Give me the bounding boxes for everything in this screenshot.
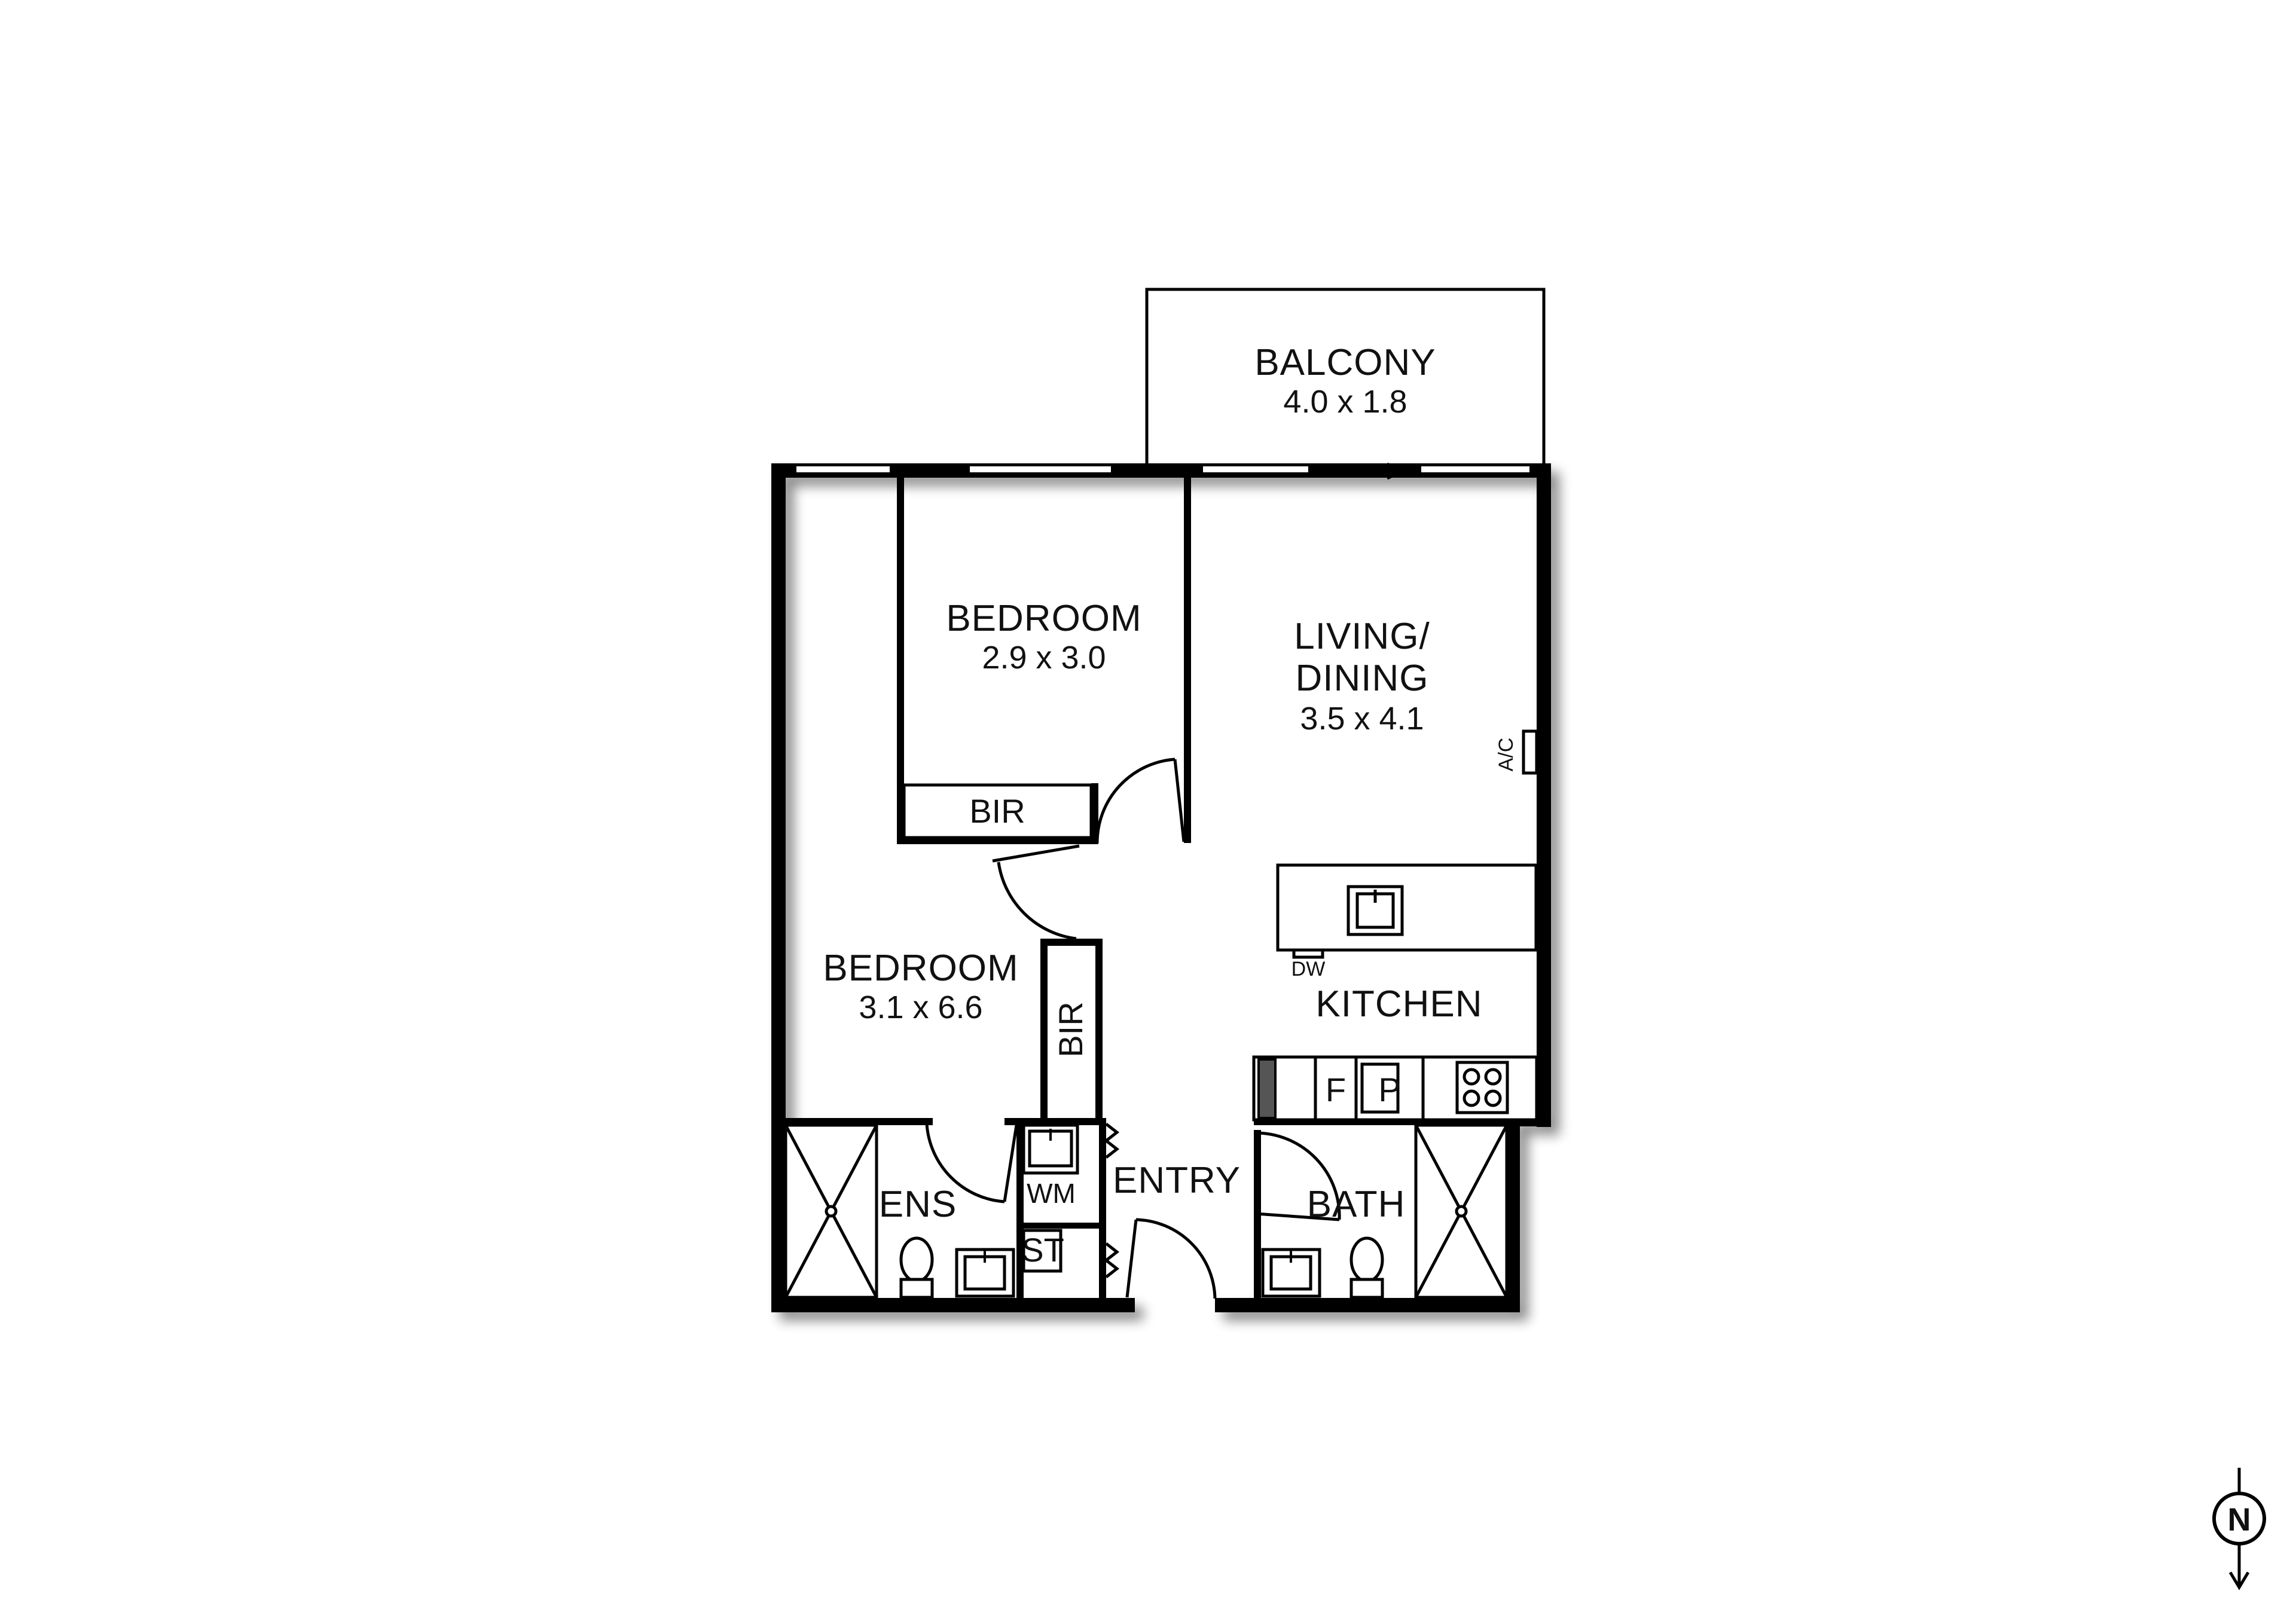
ensuite-label: ENS bbox=[879, 1184, 957, 1225]
bath-label: BATH bbox=[1307, 1184, 1406, 1225]
ensuite-fixtures bbox=[784, 1123, 1015, 1299]
compass-label: N bbox=[2228, 1502, 2251, 1538]
bedroom-1-dimensions: 2.9 x 3.0 bbox=[982, 640, 1106, 676]
north-compass: N bbox=[2212, 1468, 2266, 1590]
dishwasher-label: DW bbox=[1292, 958, 1326, 980]
living-dimensions: 3.5 x 4.1 bbox=[1300, 701, 1424, 737]
living-label-line2: DINING bbox=[1296, 658, 1429, 699]
washing-machine-label: WM bbox=[1027, 1178, 1076, 1209]
entry-label: ENTRY bbox=[1113, 1160, 1241, 1201]
bedroom-2-label: BEDROOM bbox=[823, 948, 1018, 989]
bedroom-1-label: BEDROOM bbox=[946, 598, 1141, 639]
laundry-fixtures bbox=[1022, 1123, 1079, 1175]
ac-label: A/C bbox=[1495, 738, 1518, 772]
living-label-line1: LIVING/ bbox=[1294, 616, 1430, 657]
kitchen-label: KITCHEN bbox=[1315, 983, 1482, 1025]
bir-upper-label: BIR bbox=[969, 792, 1025, 830]
storage-box bbox=[1022, 1229, 1062, 1273]
bath-fixtures bbox=[1261, 1123, 1509, 1299]
storage-label: ST bbox=[1021, 1231, 1064, 1269]
balcony-dimensions: 4.0 x 1.8 bbox=[1283, 384, 1407, 420]
balcony-label: BALCONY bbox=[1254, 342, 1436, 383]
pantry-label: P bbox=[1378, 1071, 1400, 1108]
windows bbox=[794, 462, 1532, 480]
bedroom-2-dimensions: 3.1 x 6.6 bbox=[859, 989, 982, 1025]
doors bbox=[925, 757, 1341, 1299]
bir-lower-label: BIR bbox=[1052, 1001, 1089, 1057]
interior-walls bbox=[777, 472, 1538, 1303]
balcony-area bbox=[1145, 288, 1546, 469]
exterior-walls bbox=[771, 463, 1551, 1312]
fridge-label: F bbox=[1326, 1071, 1346, 1108]
